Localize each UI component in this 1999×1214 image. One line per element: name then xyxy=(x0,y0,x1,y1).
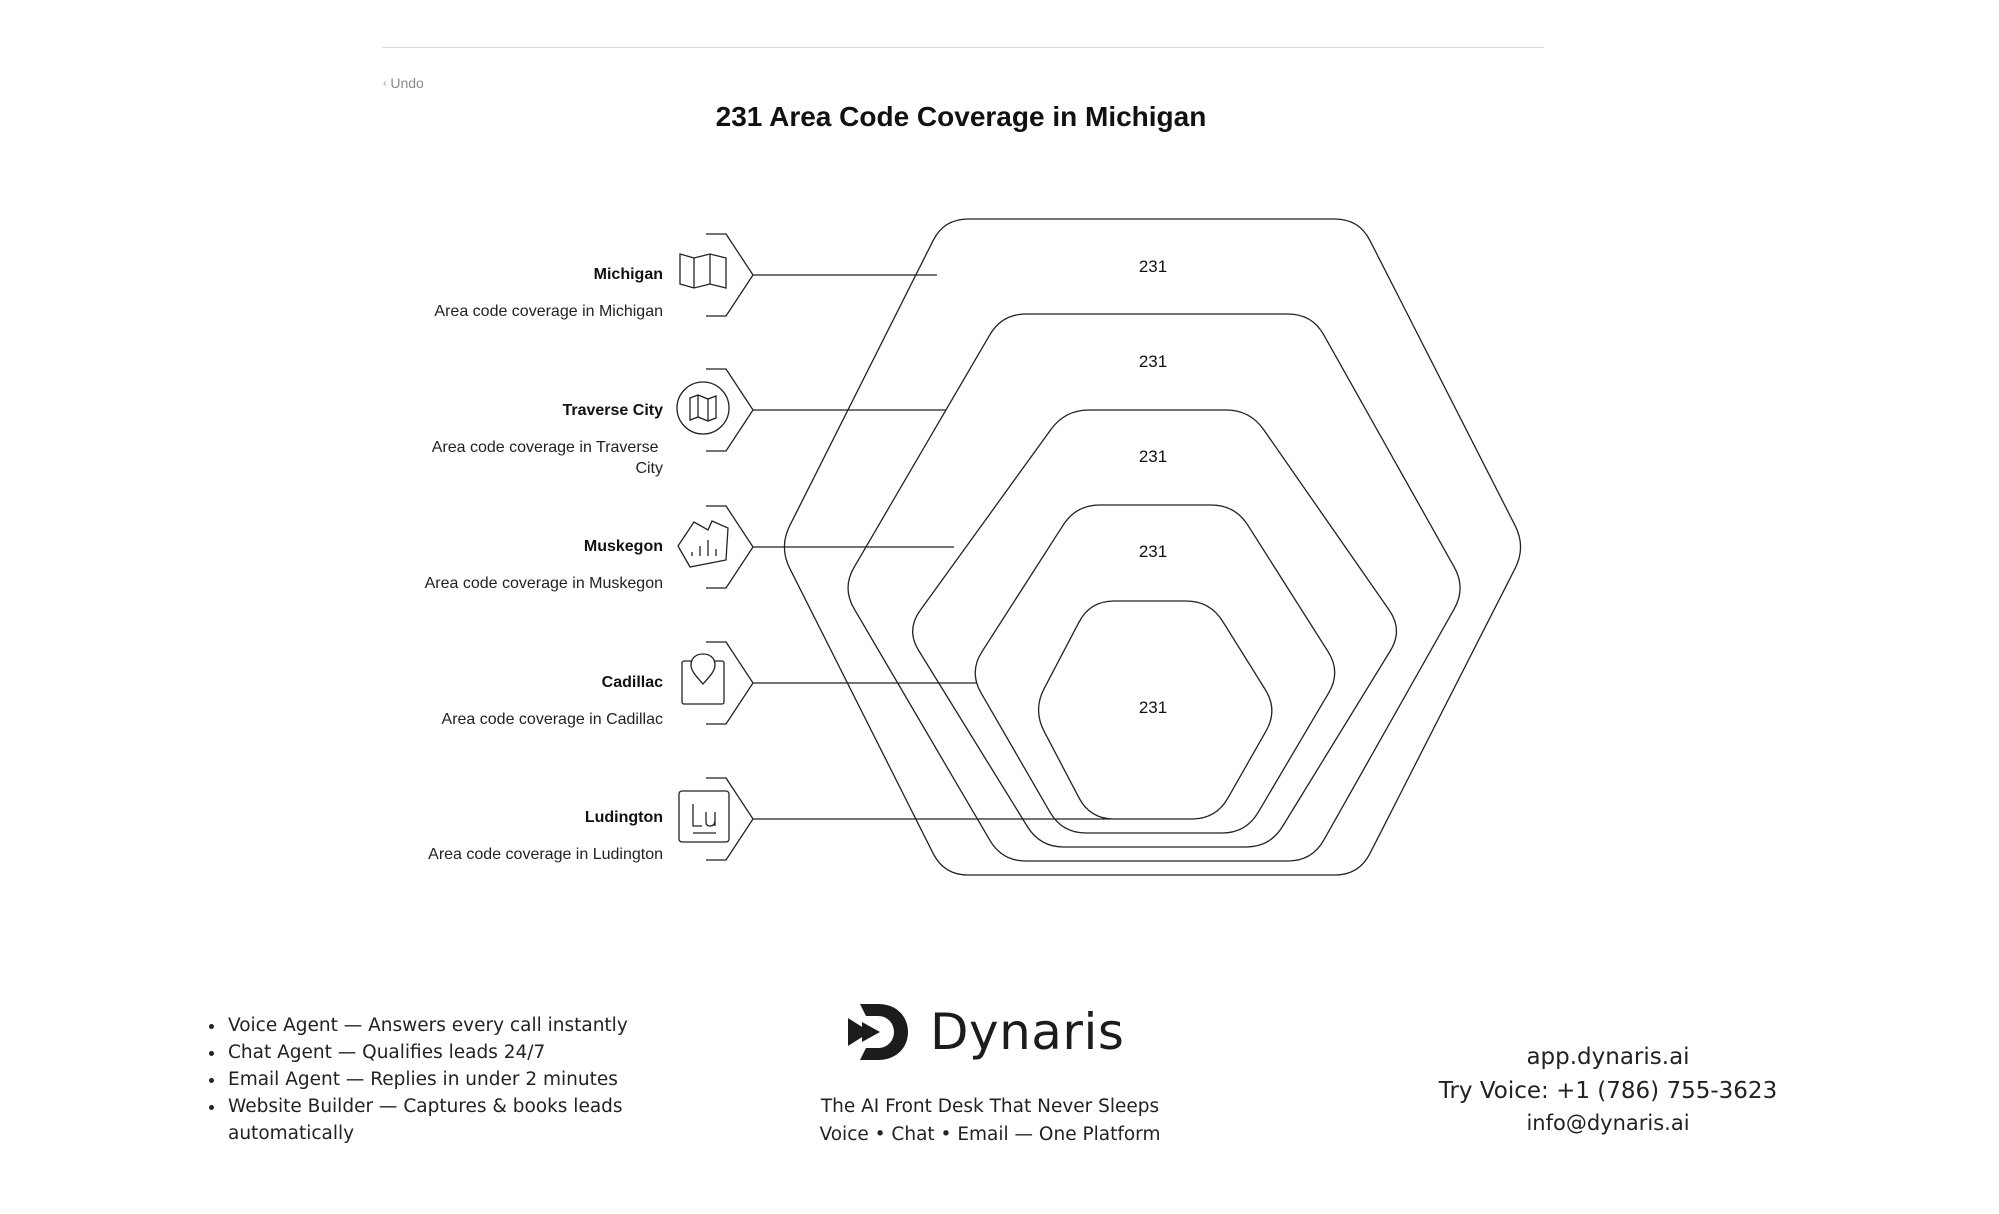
dynaris-logo-icon xyxy=(848,1004,908,1060)
brand-logo: Dynaris xyxy=(846,1000,1124,1064)
item-desc-muskegon: Area code coverage in Muskegon xyxy=(425,575,663,592)
location-pin-icon xyxy=(681,653,725,705)
hexagon-ring-3 xyxy=(912,409,1398,848)
item-title-michigan: Michigan xyxy=(594,266,663,283)
undo-label: Undo xyxy=(390,75,424,91)
undo-icon: ‹ xyxy=(383,77,387,89)
item-desc-cadillac: Area code coverage in Cadillac xyxy=(442,711,663,728)
item-title-muskegon: Muskegon xyxy=(584,538,663,555)
brand-name: Dynaris xyxy=(930,1003,1125,1061)
hexagon-rings xyxy=(783,218,1522,876)
top-divider xyxy=(382,47,1544,48)
connector-lines xyxy=(753,274,1110,820)
item-title-cadillac: Cadillac xyxy=(602,674,663,691)
subline: Voice • Chat • Email — One Platform xyxy=(819,1124,1161,1145)
ring-label-4: 231 xyxy=(1139,542,1167,561)
icon-bracket xyxy=(706,505,754,589)
item-desc-line: Area code coverage in Traverse xyxy=(432,439,659,456)
folded-map-icon xyxy=(676,381,730,435)
item-title-ludington: Ludington xyxy=(585,809,663,826)
icon-bracket xyxy=(706,233,754,317)
hexagon-ring-5 xyxy=(1037,600,1273,820)
website-link[interactable]: app.dynaris.ai xyxy=(1526,1044,1690,1070)
brand-tagline: The AI Front Desk That Never Sleeps Voic… xyxy=(790,1093,1190,1149)
tagline-line: The AI Front Desk That Never Sleeps xyxy=(820,1096,1160,1117)
item-desc-line: City xyxy=(635,460,663,477)
diagram-title: 231 Area Code Coverage in Michigan xyxy=(715,101,1207,132)
map-icon xyxy=(679,253,727,289)
item-desc-ludington: Area code coverage in Ludington xyxy=(428,846,663,863)
item-title-traverse-city: Traverse City xyxy=(562,402,663,419)
list-item: Email Agent — Replies in under 2 minutes xyxy=(226,1066,666,1093)
hexagon-ring-2 xyxy=(847,313,1461,862)
icon-bracket xyxy=(706,777,754,861)
phone-link[interactable]: Try Voice: +1 (786) 755-3623 xyxy=(1438,1078,1778,1104)
item-desc-traverse-city: Area code coverage in Traverse City xyxy=(432,439,663,477)
list-item: Voice Agent — Answers every call instant… xyxy=(226,1012,666,1039)
ring-label-2: 231 xyxy=(1139,352,1167,371)
icon-bracket xyxy=(706,641,754,725)
hexagon-ring-1 xyxy=(783,218,1522,876)
undo-button[interactable]: ‹ Undo xyxy=(383,75,424,91)
city-chart-icon xyxy=(677,520,729,568)
icon-bracket xyxy=(706,368,754,452)
lu-text-icon xyxy=(678,790,730,843)
ring-label-1: 231 xyxy=(1139,257,1167,276)
list-item: Website Builder — Captures & books leads… xyxy=(226,1093,666,1147)
icon-brackets xyxy=(706,233,754,861)
ring-label-3: 231 xyxy=(1139,447,1167,466)
feature-list: Voice Agent — Answers every call instant… xyxy=(208,1012,666,1147)
hexagon-ring-4 xyxy=(974,504,1336,834)
contact-info: app.dynaris.ai Try Voice: +1 (786) 755-3… xyxy=(1408,1040,1808,1138)
ring-label-5: 231 xyxy=(1139,698,1167,717)
item-desc-michigan: Area code coverage in Michigan xyxy=(434,303,663,320)
list-item: Chat Agent — Qualifies leads 24/7 xyxy=(226,1039,666,1066)
email-link[interactable]: info@dynaris.ai xyxy=(1526,1111,1690,1135)
